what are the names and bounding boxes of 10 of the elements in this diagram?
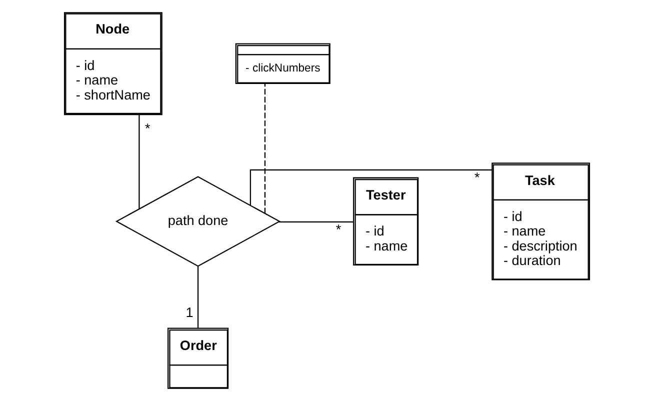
connector	[138, 114, 140, 208]
edge-label: 1	[185, 304, 193, 320]
node-diamond: path done	[114, 176, 280, 267]
connector	[278, 221, 353, 223]
connector	[249, 169, 492, 206]
edge-label: *	[144, 120, 150, 136]
edge-label: *	[474, 170, 480, 185]
edge-label: *	[335, 222, 341, 237]
connector	[264, 84, 266, 214]
connector	[196, 266, 198, 328]
